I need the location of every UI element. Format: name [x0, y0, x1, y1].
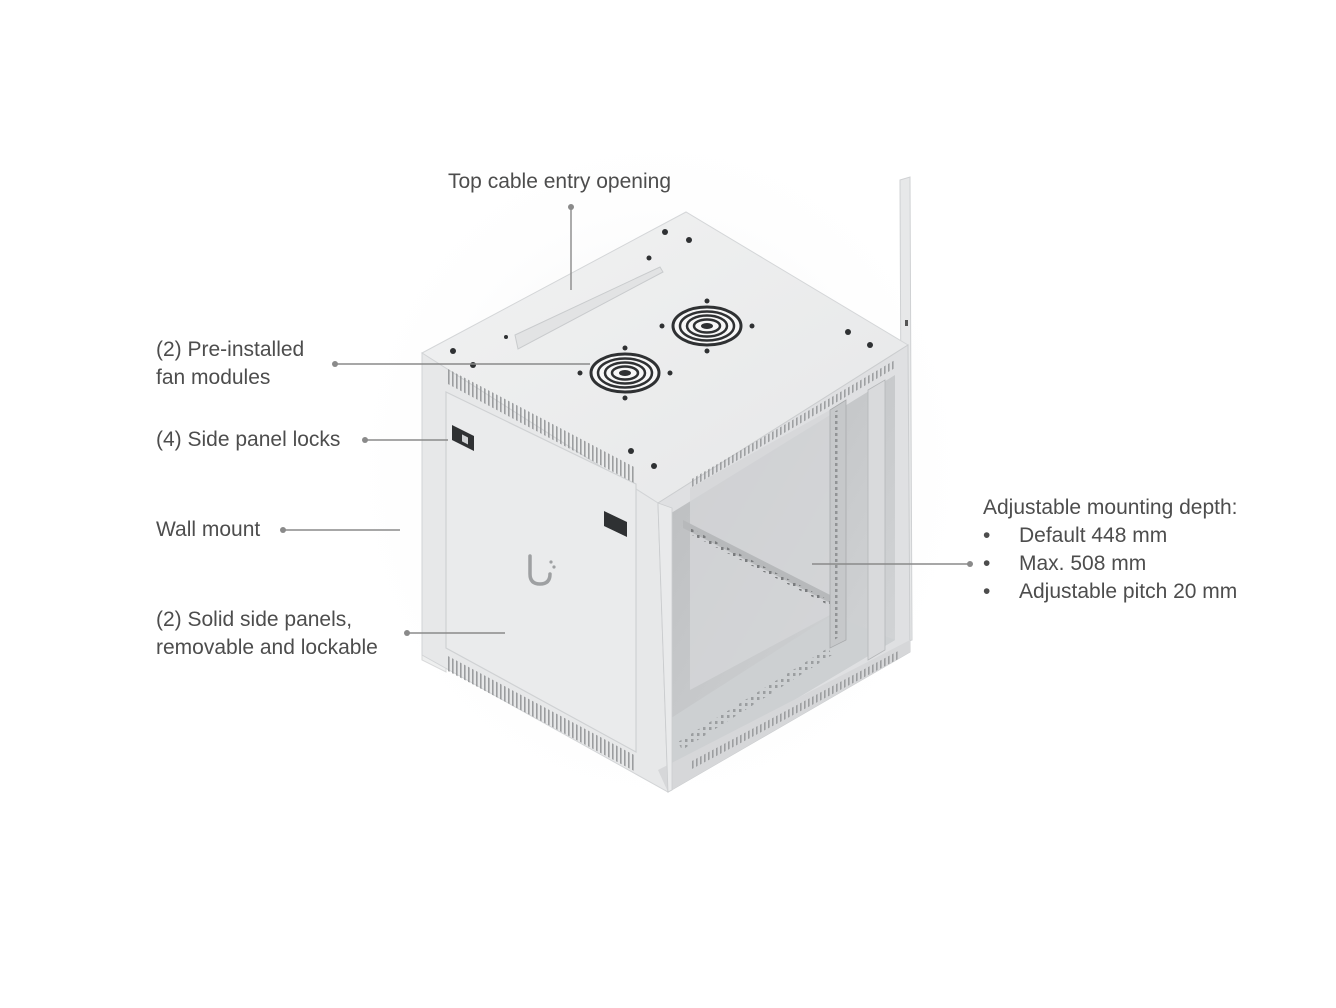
- mounting-depth-list: • Default 448 mm • Max. 508 mm • Adjusta…: [983, 522, 1238, 606]
- mounting-depth-max: Max. 508 mm: [1019, 552, 1147, 575]
- callout-fan-modules: (2) Pre-installed fan modules: [156, 336, 304, 392]
- callout-wall-mount-text: Wall mount: [156, 518, 261, 541]
- ubiquiti-logo-icon: [528, 554, 556, 586]
- side-vent-top: [446, 368, 636, 484]
- list-item: • Max. 508 mm: [983, 550, 1238, 578]
- mounting-rail-right-holes: [834, 408, 841, 640]
- callout-mounting-depth-title: Adjustable mounting depth:: [983, 496, 1238, 519]
- leader-lines: [280, 204, 973, 636]
- floor-vent: [678, 648, 832, 750]
- front-frame-left: [657, 502, 673, 793]
- list-item: • Adjustable pitch 20 mm: [983, 578, 1238, 606]
- bullet-icon: •: [983, 580, 991, 603]
- mounting-depth-pitch: Adjustable pitch 20 mm: [1019, 580, 1238, 603]
- mounting-depth-default: Default 448 mm: [1019, 524, 1168, 547]
- side-panel: [445, 391, 637, 754]
- lock-icon: [604, 511, 627, 537]
- bullet-icon: •: [983, 552, 991, 575]
- callout-side-panel-locks-text: (4) Side panel locks: [156, 428, 341, 451]
- fan-grille-icon: [577, 345, 673, 401]
- callout-side-panels: (2) Solid side panels, removable and loc…: [156, 606, 378, 662]
- front-vent-bottom: [690, 650, 900, 770]
- cable-entry-slot: [514, 266, 664, 350]
- callout-wall-mount: Wall mount: [156, 516, 260, 544]
- cabinet-back-wall: [690, 410, 830, 690]
- callout-mounting-depth: Adjustable mounting depth: • Default 448…: [983, 494, 1238, 606]
- fan-grille-icon: [659, 298, 755, 354]
- front-upright: [867, 379, 886, 661]
- callout-top-cable-entry-text: Top cable entry opening: [448, 170, 671, 193]
- callout-fan-modules-line1: (2) Pre-installed: [156, 338, 305, 361]
- side-vent-bottom: [446, 655, 636, 772]
- lock-icon: [452, 425, 474, 451]
- list-item: • Default 448 mm: [983, 522, 1238, 550]
- callout-side-panels-line1: (2) Solid side panels,: [156, 608, 353, 631]
- front-vent-top: [690, 360, 895, 488]
- callout-top-cable-entry: Top cable entry opening: [448, 168, 671, 196]
- callout-side-panels-line2: removable and lockable: [156, 636, 378, 659]
- callout-fan-modules-line2: fan modules: [156, 366, 271, 389]
- cabinet-floor: [668, 615, 895, 775]
- bullet-icon: •: [983, 524, 991, 547]
- top-screws: [450, 229, 873, 469]
- mounting-rail-left-holes: [690, 528, 838, 610]
- callout-side-panel-locks: (4) Side panel locks: [156, 426, 340, 454]
